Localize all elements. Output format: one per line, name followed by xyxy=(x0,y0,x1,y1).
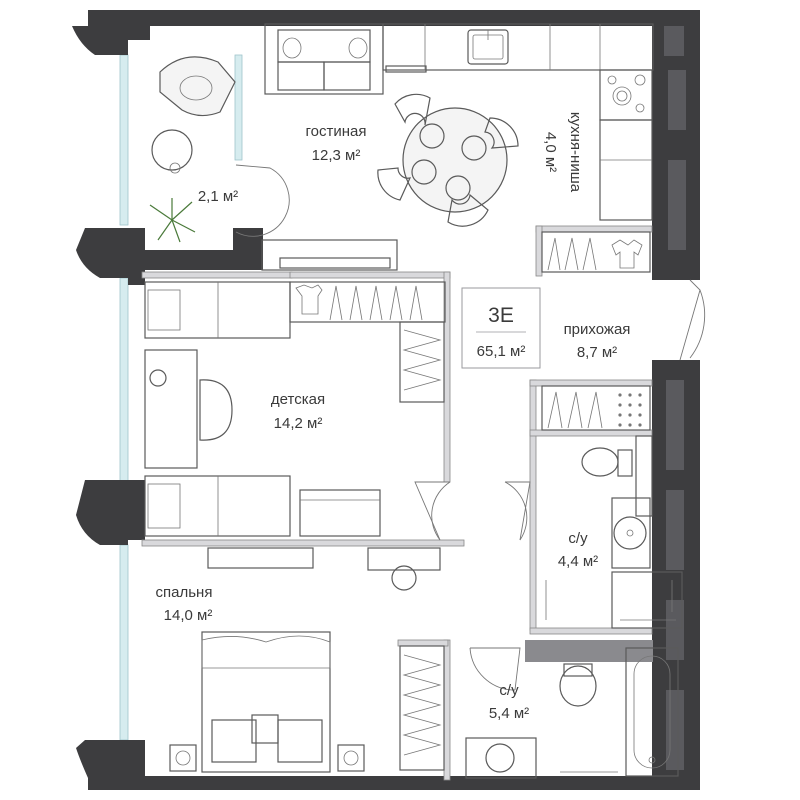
partitions xyxy=(141,225,653,781)
apartment-badge xyxy=(461,287,541,369)
living-room-name: гостиная xyxy=(306,123,367,140)
kitchen-name: кухня-ниша xyxy=(567,112,584,193)
bath1-area: 4,4 м² xyxy=(558,553,598,570)
kitchen-counter xyxy=(382,23,654,73)
apartment-area: 65,1 м² xyxy=(477,343,526,360)
windows xyxy=(119,54,243,741)
balcony-area: 2,1 м² xyxy=(198,188,238,205)
kitchen-stove xyxy=(599,69,653,221)
sofa xyxy=(264,23,384,95)
kitchen-area: 4,0 м² xyxy=(542,132,559,172)
apartment-code: 3E xyxy=(488,304,514,327)
bath2-name: с/у xyxy=(499,682,519,699)
bedroom-furniture xyxy=(169,547,445,773)
kitchen-wardrobe xyxy=(541,231,651,273)
bath2-fixtures xyxy=(465,647,679,779)
bath1-fixtures xyxy=(545,435,683,629)
hall-name: прихожая xyxy=(564,321,631,338)
kids-room-name: детская xyxy=(271,391,325,408)
bedroom-area: 14,0 м² xyxy=(164,607,213,624)
kids-room-area: 14,2 м² xyxy=(274,415,323,432)
room-labels: 3E 65,1 м² гостиная 12,3 м² 2,1 м² кухня… xyxy=(156,112,631,722)
living-room-area: 12,3 м² xyxy=(312,147,361,164)
doors xyxy=(235,164,706,691)
bath1-name: с/у xyxy=(568,530,588,547)
balcony-furniture xyxy=(149,56,236,243)
dining-table xyxy=(377,93,519,227)
bedroom-name: спальня xyxy=(156,584,213,601)
hall-area: 8,7 м² xyxy=(577,344,617,361)
hall-wardrobe xyxy=(541,385,651,431)
outer-walls xyxy=(72,10,700,790)
bath2-area: 5,4 м² xyxy=(489,705,529,722)
kids-furniture xyxy=(144,239,446,537)
